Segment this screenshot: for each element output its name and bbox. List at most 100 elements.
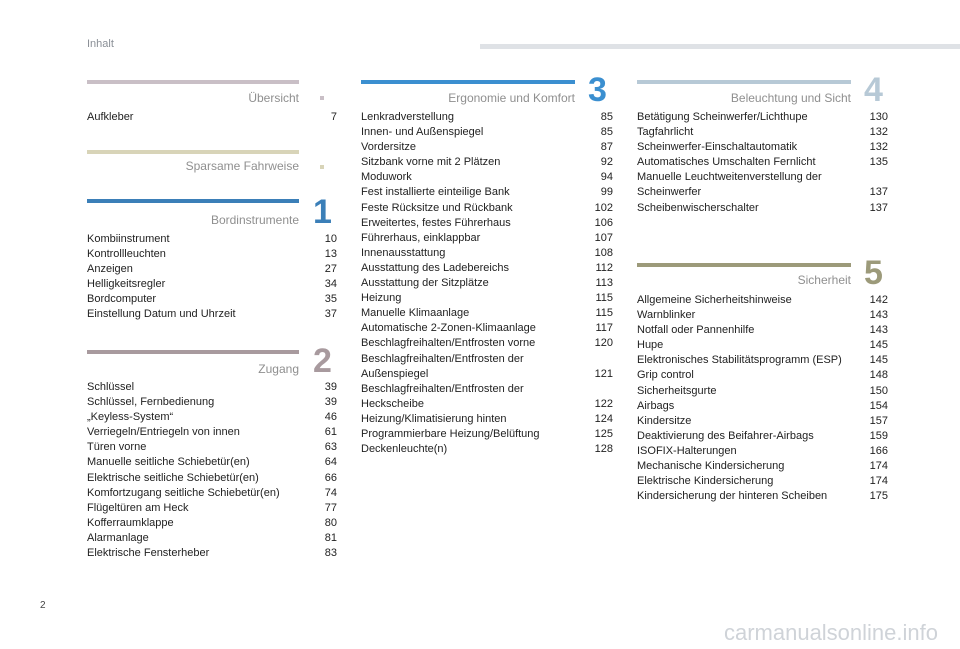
toc-entry[interactable]: Tagfahrlicht 132 xyxy=(637,125,888,140)
toc-entry[interactable]: Manuelle Leuchtweitenverstellung der Sch… xyxy=(637,170,888,200)
toc-entry-page: 99 xyxy=(600,186,613,199)
toc-entry-title: Feste Rücksitze und Rückbank xyxy=(361,201,513,214)
section-bar-bordinstrumente xyxy=(87,199,299,203)
toc-entry-title: Beschlagfreihalten/Entfrosten vorne xyxy=(361,337,536,350)
toc-entry-page: 166 xyxy=(869,444,888,457)
toc-entry[interactable]: „Keyless-System“46 xyxy=(87,410,337,425)
toc-entry[interactable]: Manuelle seitliche Schiebetür(en)64 xyxy=(87,455,337,470)
toc-entry-page: 112 xyxy=(595,261,613,274)
toc-entry-page: 128 xyxy=(594,443,613,456)
toc-entry-page: 34 xyxy=(324,278,337,291)
toc-entry[interactable]: Elektronisches Stabilitätsprogramm (ESP)… xyxy=(637,353,888,368)
toc-entry-title: Aufkleber xyxy=(87,111,134,123)
section-number-ergonomie: 3 xyxy=(588,71,607,109)
toc-entry-page: 108 xyxy=(594,246,613,259)
toc-entry-title: Bordcomputer xyxy=(87,293,157,306)
toc-entry-page: 81 xyxy=(324,531,337,544)
toc-entry-page: 106 xyxy=(594,216,613,229)
toc-entry-title: „Keyless-System“ xyxy=(87,411,174,424)
toc-entry[interactable]: Deckenleuchte(n)128 xyxy=(361,442,613,457)
toc-entry-page: 125 xyxy=(594,427,613,440)
toc-entry-page: 107 xyxy=(594,231,613,244)
toc-entry-page: 174 xyxy=(869,460,888,473)
toc-entry[interactable]: Beschlagfreihalten/Entfrosten der Außens… xyxy=(361,352,613,382)
section-number-zugang: 2 xyxy=(313,342,332,380)
toc-entry-title: Sitzbank vorne mit 2 Plätzen xyxy=(361,156,501,169)
toc-entry[interactable]: Komfortzugang seitliche Schiebetür(en)74 xyxy=(87,486,337,501)
toc-entry[interactable]: Beschlagfreihalten/Entfrosten der Hecksc… xyxy=(361,382,613,412)
toc-entry-page: 150 xyxy=(869,384,888,397)
toc-entry-page: 115 xyxy=(595,292,613,305)
toc-entry-page: 39 xyxy=(324,396,337,409)
toc-entry-title: Elektronisches Stabilitätsprogramm (ESP) xyxy=(637,354,842,367)
toc-entry-title: Tagfahrlicht xyxy=(637,126,694,139)
toc-entry-page: 148 xyxy=(869,369,888,382)
toc-entry-title: Deaktivierung des Beifahrer-Airbags xyxy=(637,429,814,442)
toc-entry-title: Grip control xyxy=(637,369,694,382)
toc-entry-page: 130 xyxy=(869,111,888,123)
toc-entry-title: Einstellung Datum und Uhrzeit xyxy=(87,308,236,321)
toc-entry-title: Komfortzugang seitliche Schiebetür(en) xyxy=(87,486,280,499)
toc-entry-page: 137 xyxy=(869,186,888,199)
toc-entry[interactable]: Grip control 148 xyxy=(637,368,888,383)
toc-entry-page: 132 xyxy=(869,126,888,139)
toc-entry[interactable]: Elektrische seitliche Schiebetür(en)66 xyxy=(87,471,337,486)
section-number-beleuchtung: 4 xyxy=(864,71,883,109)
toc-entry-page: 175 xyxy=(869,490,888,503)
toc-entry-page: 122 xyxy=(594,397,613,410)
toc-entry-title: Manuelle Leuchtweitenverstellung der Sch… xyxy=(637,171,822,199)
